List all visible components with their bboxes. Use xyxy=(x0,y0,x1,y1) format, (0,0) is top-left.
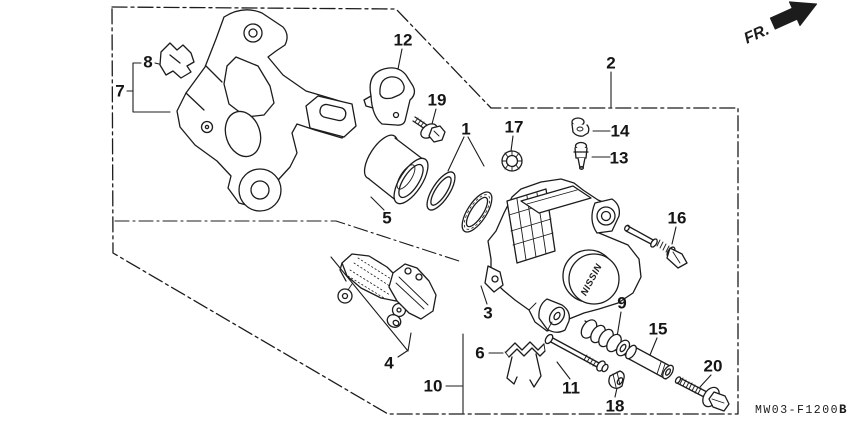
callout-8: 8 xyxy=(143,52,153,72)
callout-20: 20 xyxy=(703,356,723,376)
fr-label: FR. xyxy=(742,21,772,47)
part-1-seal-set xyxy=(426,171,493,233)
leader-lines xyxy=(126,48,712,398)
part-20-flange-bolt xyxy=(674,376,730,412)
callout-12: 12 xyxy=(393,30,413,50)
callout-9: 9 xyxy=(617,293,627,313)
part-3-caliper-body: NISSIN xyxy=(484,178,642,333)
callout-2: 2 xyxy=(606,53,616,73)
part-6-pad-spring xyxy=(504,341,546,388)
callout-10: 10 xyxy=(423,376,443,396)
part-16-pin-bolt xyxy=(624,224,688,269)
part-9-boot xyxy=(580,319,631,357)
part-5-piston xyxy=(363,134,429,205)
fiche-part-code-suffix: B xyxy=(839,403,849,417)
part-4-brake-pads xyxy=(337,253,437,328)
part-15-collar xyxy=(625,344,674,380)
fiche-part-code: MW03-F1200B xyxy=(755,403,848,417)
callout-16: 16 xyxy=(667,208,687,228)
fr-direction-indicator: FR. xyxy=(742,1,818,47)
chain-divider xyxy=(114,220,460,262)
part-12-hose-clamp xyxy=(363,67,416,126)
fiche-part-code-main: MW03-F1200 xyxy=(755,404,840,417)
callout-13: 13 xyxy=(609,148,629,168)
callout-1: 1 xyxy=(461,119,471,139)
fr-arrow-icon xyxy=(769,1,818,30)
part-13-bleeder-valve xyxy=(573,141,589,170)
part-11-pad-pin xyxy=(544,333,609,373)
callout-19: 19 xyxy=(427,90,447,110)
callout-11: 11 xyxy=(562,378,580,398)
callout-4: 4 xyxy=(384,353,394,373)
callout-17: 17 xyxy=(504,117,524,137)
callout-7: 7 xyxy=(115,81,125,101)
callout-15: 15 xyxy=(648,319,668,339)
callout-18: 18 xyxy=(605,396,625,416)
callout-5: 5 xyxy=(382,208,392,228)
callout-6: 6 xyxy=(475,343,485,363)
callout-3: 3 xyxy=(483,303,493,323)
callout-14: 14 xyxy=(610,121,630,141)
part-8-pad-retainer xyxy=(159,42,195,79)
frame-border xyxy=(111,6,739,415)
part-19-bolt xyxy=(412,116,446,143)
part-7-bracket xyxy=(176,9,357,212)
part-18-grommet xyxy=(608,370,625,389)
part-14-bleeder-cap xyxy=(571,117,590,137)
part-17-cap xyxy=(501,150,523,172)
